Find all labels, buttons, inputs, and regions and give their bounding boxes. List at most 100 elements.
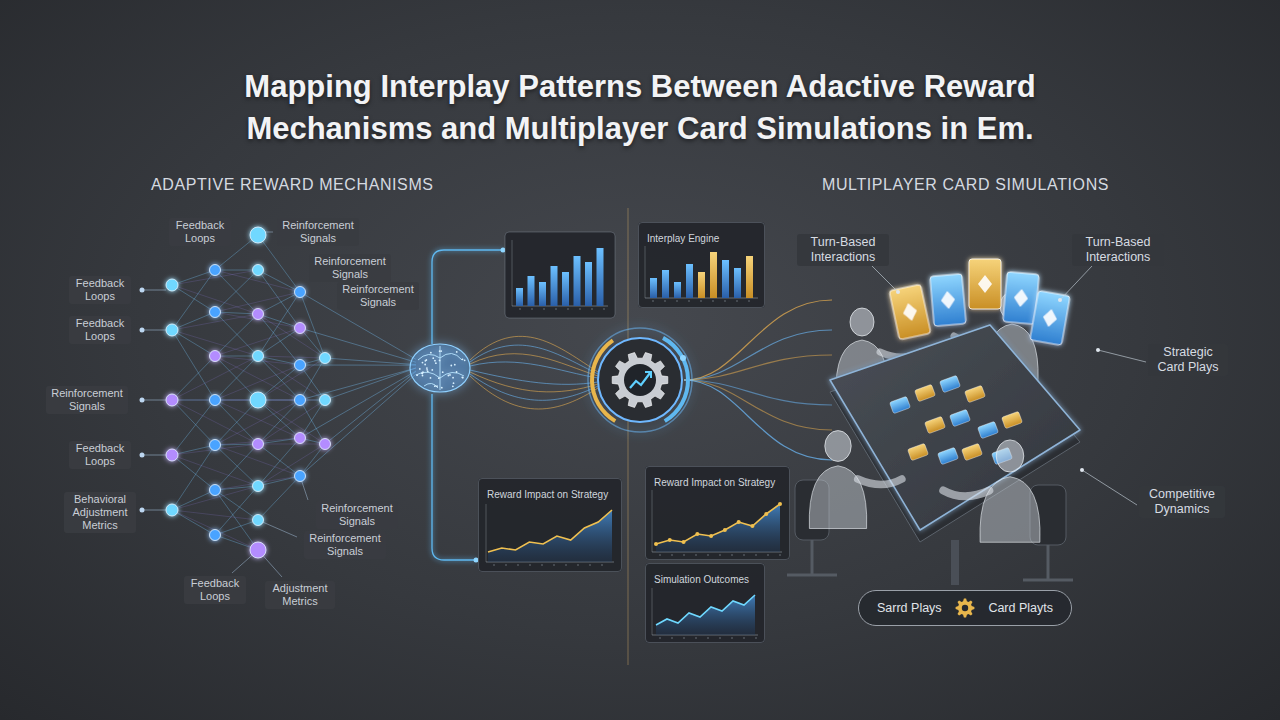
chart-tick bbox=[556, 308, 557, 310]
chart-tick bbox=[566, 564, 567, 566]
brain-dot bbox=[456, 371, 458, 373]
network-node bbox=[250, 542, 266, 558]
chart-tick bbox=[720, 637, 721, 639]
player-figure bbox=[943, 440, 1040, 542]
leader-dot bbox=[1080, 468, 1084, 472]
gear-icon bbox=[612, 353, 668, 408]
chart-area bbox=[488, 510, 612, 562]
player-head bbox=[850, 308, 874, 336]
chart-tick bbox=[768, 554, 769, 556]
chart-bar bbox=[722, 260, 729, 298]
hub-dot bbox=[680, 355, 686, 361]
chart-point bbox=[695, 532, 699, 536]
network-link bbox=[300, 365, 325, 400]
network-node bbox=[295, 360, 306, 371]
network-node bbox=[253, 439, 264, 450]
brain-dot bbox=[426, 369, 428, 371]
network-link bbox=[258, 476, 300, 520]
chart-line bbox=[488, 510, 612, 552]
callout-label: Turn-Based Interactions bbox=[797, 234, 889, 266]
network-link bbox=[172, 400, 215, 445]
network-node bbox=[166, 324, 178, 336]
brain-dot bbox=[422, 375, 424, 377]
network-label: Feedback Loops bbox=[69, 316, 131, 344]
leader-dot bbox=[1058, 298, 1062, 302]
chart-bar bbox=[662, 270, 669, 298]
gear-hole bbox=[962, 605, 968, 611]
network-link bbox=[215, 400, 258, 445]
flow-curve bbox=[684, 380, 832, 430]
chart-bar bbox=[574, 256, 581, 306]
brain-dot bbox=[422, 371, 424, 373]
network-link bbox=[215, 270, 258, 314]
flow-curve bbox=[470, 362, 598, 378]
brain-dot bbox=[424, 364, 426, 366]
network-link bbox=[325, 358, 416, 365]
gear-inner bbox=[624, 364, 656, 396]
brain-dot bbox=[461, 376, 463, 378]
network-link bbox=[258, 356, 325, 400]
network-link bbox=[300, 371, 416, 438]
brain-dot bbox=[464, 359, 466, 361]
chart-tick bbox=[684, 554, 685, 556]
flow-curve bbox=[470, 370, 598, 384]
network-label: Reinforcement Signals bbox=[277, 218, 359, 246]
chart-bar bbox=[597, 248, 604, 306]
brain-dot bbox=[430, 377, 432, 379]
network-link bbox=[258, 400, 300, 438]
chart-tick bbox=[520, 308, 521, 310]
network-node bbox=[250, 392, 266, 408]
chart-bar bbox=[562, 272, 569, 306]
network-link bbox=[258, 400, 325, 444]
gear-shape bbox=[956, 599, 975, 618]
chart-panel: Reward Impact on Strategy bbox=[478, 478, 622, 572]
chart-tick bbox=[544, 308, 545, 310]
brain-dot bbox=[439, 359, 441, 361]
chart-tick bbox=[744, 637, 745, 639]
chair-leg bbox=[811, 540, 814, 575]
leader-dot bbox=[140, 328, 145, 333]
flow-curve bbox=[684, 330, 832, 380]
chart-bar bbox=[710, 252, 717, 298]
chart-axis bbox=[652, 588, 653, 635]
panel-title: Reward Impact on Strategy bbox=[487, 489, 608, 501]
leader-line bbox=[1098, 350, 1146, 362]
chart-tick bbox=[780, 554, 781, 556]
leader-line bbox=[142, 510, 166, 511]
chart-tick bbox=[689, 300, 690, 302]
network-link bbox=[172, 270, 215, 285]
brain-dot bbox=[440, 350, 442, 352]
leader-line bbox=[265, 232, 273, 233]
network-node bbox=[253, 351, 264, 362]
network-link bbox=[172, 510, 215, 535]
network-node bbox=[210, 265, 221, 276]
interplay-hub bbox=[588, 328, 692, 432]
network-link bbox=[300, 365, 416, 366]
network-node bbox=[253, 309, 264, 320]
chart-tick bbox=[506, 564, 507, 566]
network-link bbox=[300, 374, 416, 476]
network-link bbox=[258, 328, 300, 356]
network-link bbox=[258, 400, 325, 401]
network-node bbox=[320, 395, 331, 406]
floating-card bbox=[930, 274, 966, 327]
network-label: Reinforcement Signals bbox=[309, 254, 391, 282]
chart-panel: Reward Impact on Strategy bbox=[645, 466, 790, 560]
network-node bbox=[210, 440, 221, 451]
network-label: Behavioral Adjustment Metrics bbox=[64, 492, 136, 533]
network-link bbox=[172, 455, 258, 486]
trend-icon bbox=[630, 373, 650, 388]
network-node bbox=[320, 353, 331, 364]
chart-panel-bg bbox=[478, 478, 622, 572]
trend-arrow bbox=[645, 372, 651, 378]
flow-curve bbox=[684, 355, 832, 380]
chart-tick bbox=[732, 637, 733, 639]
flow-curve bbox=[470, 374, 598, 400]
brain-dot bbox=[449, 374, 451, 376]
network-node bbox=[295, 433, 306, 444]
chart-tick bbox=[732, 554, 733, 556]
pill-label: Sarrd Plays bbox=[877, 601, 942, 615]
floating-card bbox=[889, 284, 931, 340]
chart-tick bbox=[568, 308, 569, 310]
chart-axis bbox=[645, 246, 646, 298]
